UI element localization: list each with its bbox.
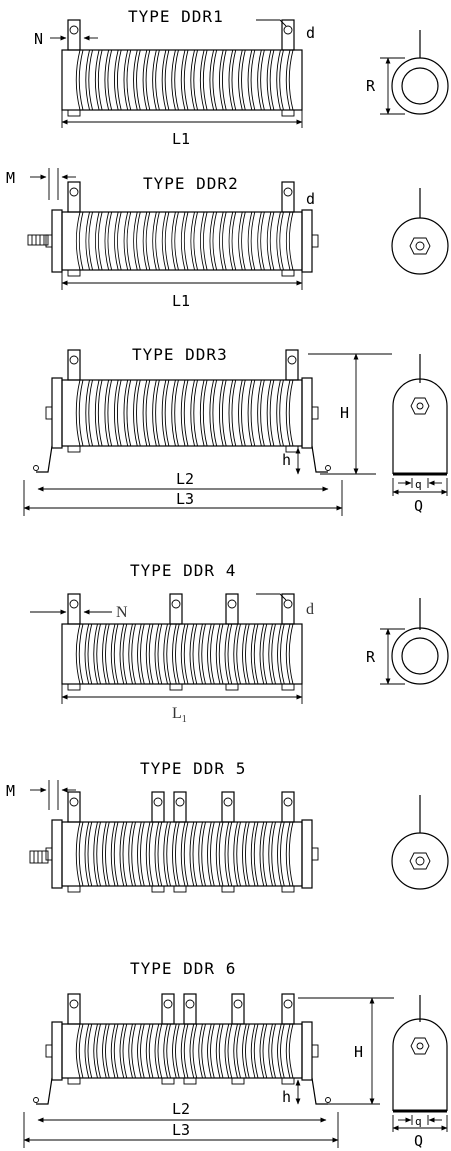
ddr1-resistor-body <box>61 19 303 117</box>
ddr2-d-label: d <box>306 190 315 208</box>
ddr1-n-label: N <box>34 30 43 48</box>
ddr6-resistor-body <box>33 993 331 1105</box>
ddr1-l1-label: L1 <box>172 130 190 148</box>
ddr6-q-small-label: q <box>415 1115 422 1128</box>
ddr6-h-big-label: H <box>354 1043 363 1061</box>
ddr2-resistor-body <box>45 181 319 277</box>
ddr5-resistor-body <box>45 791 319 893</box>
ddr5-drawing: TYPE DDR 5 M <box>6 759 449 893</box>
ddr2-terminal-screw <box>27 234 49 246</box>
ddr6-l2-label: L2 <box>172 1100 190 1118</box>
ddr6-l3-label: L3 <box>172 1121 190 1139</box>
ddr3-title: TYPE DDR3 <box>132 345 228 364</box>
ddr6-h-small-label: h <box>282 1088 291 1106</box>
ddr3-q-big-label: Q <box>414 497 423 515</box>
ddr4-drawing: TYPE DDR 4 N d L1 R <box>30 561 449 725</box>
ddr3-h-small-label: h <box>282 451 291 469</box>
ddr6-drawing: TYPE DDR 6 H h L2 L3 q Q <box>23 959 448 1150</box>
ddr5-terminal-screw <box>29 850 49 864</box>
ddr5-end-view <box>391 795 449 890</box>
ddr4-resistor-body <box>61 593 303 691</box>
ddr4-title: TYPE DDR 4 <box>130 561 236 580</box>
ddr1-title: TYPE DDR1 <box>128 7 224 26</box>
ddr4-d-label: d <box>306 601 314 618</box>
ddr4-r-label: R <box>366 648 376 666</box>
ddr3-l3-label: L3 <box>176 490 194 508</box>
ddr4-n-label: N <box>116 604 128 621</box>
ddr3-h-big-label: H <box>340 404 349 422</box>
ddr3-drawing: TYPE DDR3 H h L2 L3 q Q <box>23 345 448 516</box>
ddr2-drawing: TYPE DDR2 M d L1 <box>6 168 449 310</box>
ddr2-end-view <box>391 188 449 275</box>
ddr4-end-view: R <box>366 598 449 685</box>
ddr6-q-big-label: Q <box>414 1132 423 1150</box>
ddr1-d-label: d <box>306 24 315 42</box>
ddr2-title: TYPE DDR2 <box>143 174 239 193</box>
ddr3-resistor-body <box>33 349 331 473</box>
ddr1-end-view: R <box>366 30 449 115</box>
ddr2-m-label: M <box>6 169 15 187</box>
ddr2-l1-label: L1 <box>172 292 190 310</box>
ddr3-end-view: q Q <box>392 354 448 515</box>
ddr5-m-label: M <box>6 782 15 800</box>
ddr3-q-small-label: q <box>415 478 422 491</box>
ddr6-title: TYPE DDR 6 <box>130 959 236 978</box>
ddr6-end-view: q Q <box>392 995 448 1150</box>
ddr4-l1-label: L1 <box>172 705 187 725</box>
ddr1-r-label: R <box>366 77 376 95</box>
ddr3-l2-label: L2 <box>176 470 194 488</box>
ddr1-drawing: TYPE DDR1 N d L1 R <box>34 7 449 148</box>
ddr5-title: TYPE DDR 5 <box>140 759 246 778</box>
